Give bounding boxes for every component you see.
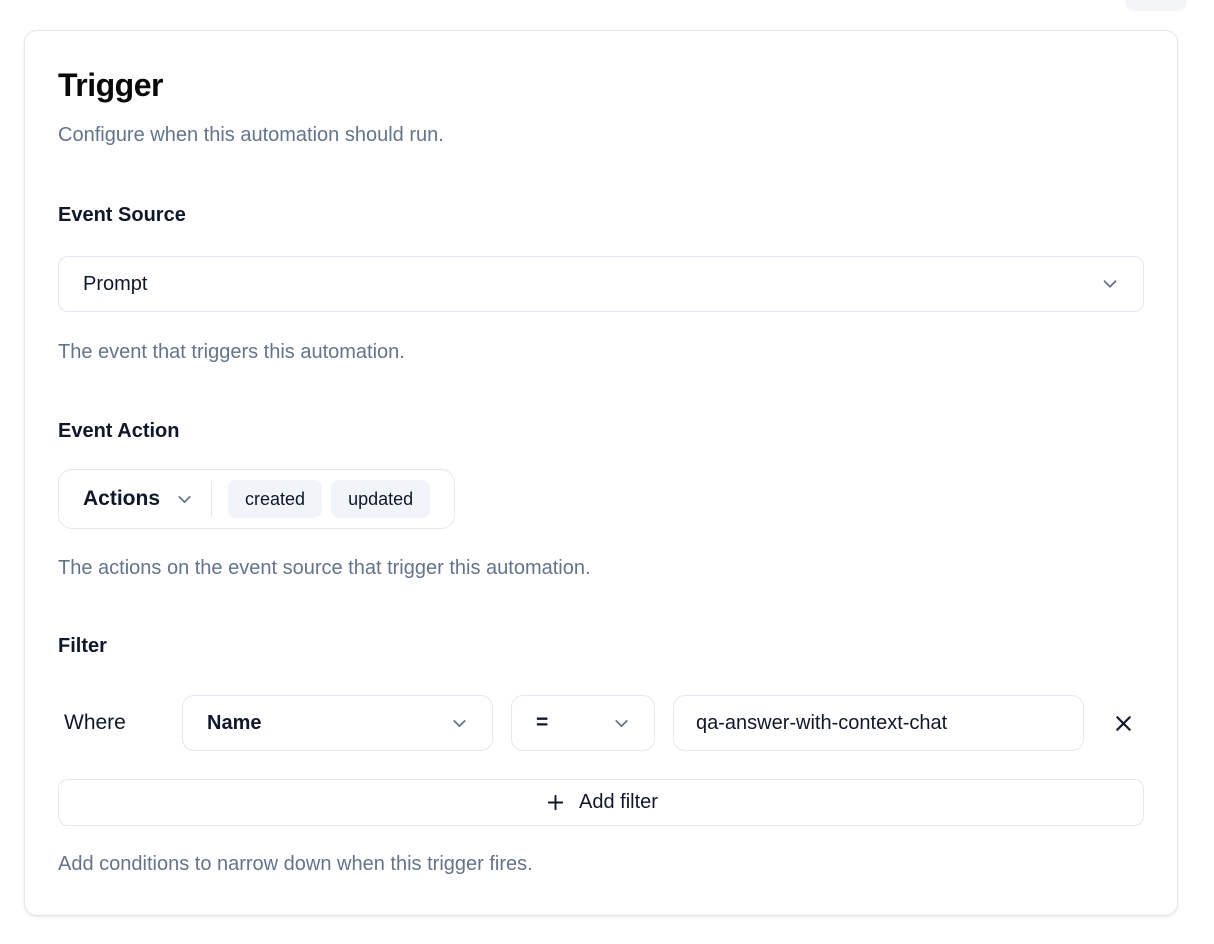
- divider: [211, 481, 213, 517]
- filter-field-select[interactable]: Name: [182, 695, 493, 751]
- filter-value-input[interactable]: [673, 695, 1084, 751]
- trigger-card: Trigger Configure when this automation s…: [24, 30, 1178, 916]
- filter-field-value: Name: [207, 711, 262, 734]
- filter-condition-row: Where Name =: [58, 695, 1144, 751]
- where-label: Where: [64, 711, 126, 734]
- event-action-help: The actions on the event source that tri…: [58, 557, 591, 579]
- chevron-down-icon: [1099, 273, 1121, 295]
- filter-help: Add conditions to narrow down when this …: [58, 853, 533, 875]
- add-filter-button[interactable]: Add filter: [58, 779, 1144, 826]
- filter-operator-select[interactable]: =: [511, 695, 655, 751]
- page-title: Trigger: [58, 67, 163, 103]
- event-action-control: Actions created updated: [58, 469, 456, 529]
- filter-operator-value: =: [536, 711, 549, 734]
- event-source-value: Prompt: [83, 272, 148, 295]
- page-subtitle: Configure when this automation should ru…: [58, 124, 444, 146]
- event-action-label: Event Action: [58, 420, 180, 442]
- x-icon: [1111, 711, 1136, 736]
- event-source-help: The event that triggers this automation.: [58, 341, 405, 363]
- filter-label: Filter: [58, 635, 107, 657]
- add-filter-label: Add filter: [579, 791, 658, 813]
- selected-actions-chips: created updated: [228, 480, 431, 518]
- action-chip-updated: updated: [331, 480, 431, 518]
- chevron-down-icon: [174, 489, 195, 510]
- chevron-down-icon: [611, 713, 632, 734]
- actions-dropdown[interactable]: Actions: [83, 487, 195, 511]
- actions-dropdown-label: Actions: [83, 487, 161, 510]
- action-chip-created: created: [228, 480, 323, 518]
- chevron-down-icon: [449, 713, 470, 734]
- plus-icon: [544, 791, 567, 814]
- event-source-label: Event Source: [58, 204, 186, 226]
- event-source-select[interactable]: Prompt: [58, 256, 1144, 312]
- remove-filter-button[interactable]: [1102, 702, 1144, 744]
- cutoff-element-top-right: [1125, 0, 1187, 11]
